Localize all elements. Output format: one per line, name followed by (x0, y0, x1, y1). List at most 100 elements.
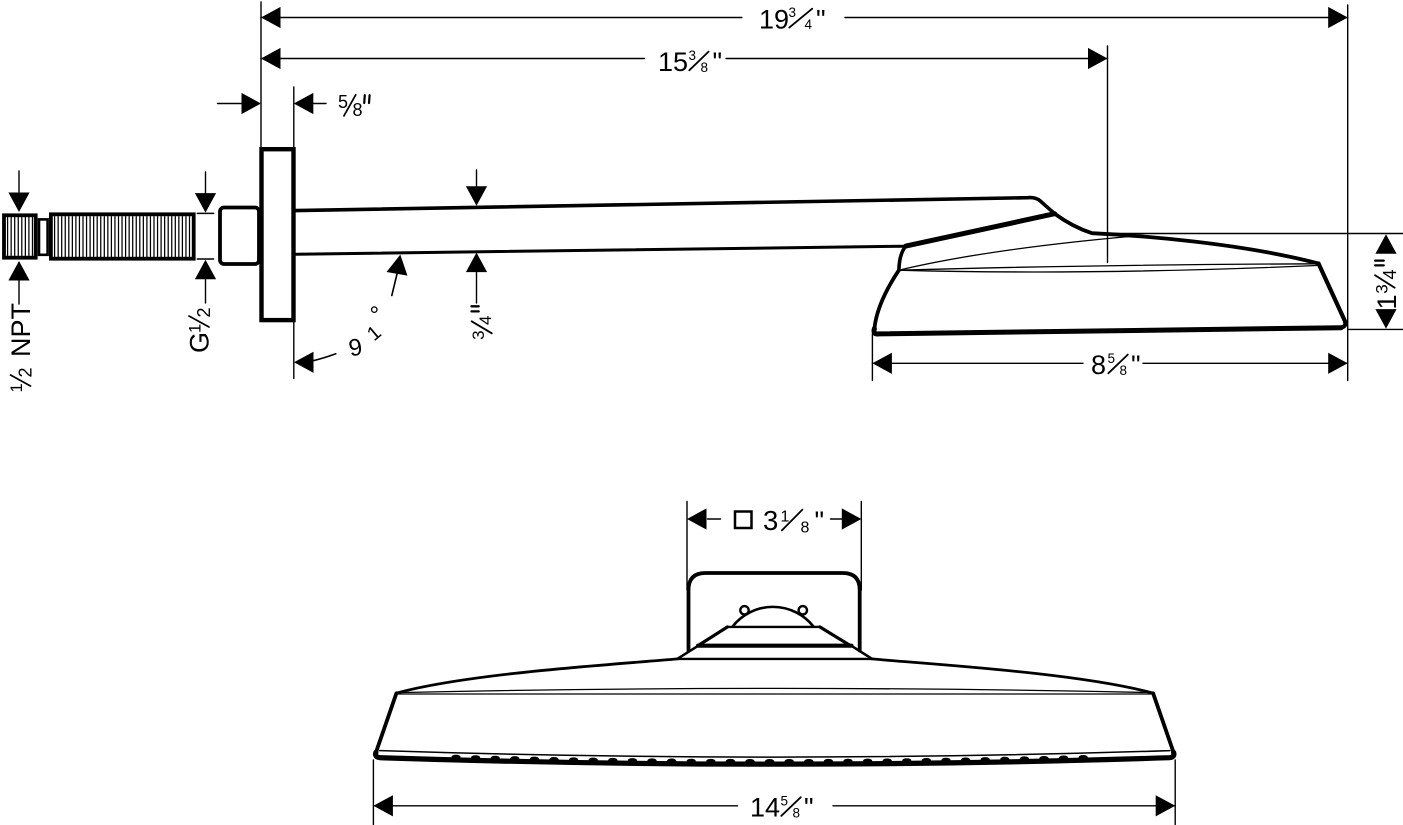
npt-text-label: 1 (8, 383, 26, 392)
dim-overall-arrow-left (261, 6, 281, 29)
dim-arm-arrow-right (1088, 47, 1108, 70)
nozzle-dot (588, 757, 598, 763)
front-near-edge-left (373, 691, 399, 755)
dim-overall-arrow-right (1328, 6, 1348, 29)
g-half-text-label: G (185, 332, 215, 353)
spray-nozzles (451, 754, 1088, 764)
dim-arm-text-stroke (688, 50, 710, 72)
nozzle-dot (843, 758, 853, 764)
dim-height-text-label: 1 (1372, 294, 1402, 309)
dim-flange-text-label: 8 (353, 100, 363, 120)
angle-text-9-label: 9 (347, 333, 365, 362)
npt-arrow-down (8, 192, 30, 212)
head-top-edge (1052, 211, 1321, 266)
neck-step1-slope-left (696, 625, 730, 648)
dim-bracket-arrow-right (841, 508, 862, 530)
dim-head-text-label: 5 (1108, 351, 1116, 366)
dim-pipe-text-label: 3 (469, 330, 488, 339)
nozzle-dot (765, 758, 775, 764)
dim-overall-text-stroke (788, 7, 814, 29)
arm-top-edge (293, 195, 1057, 216)
nozzle-dot (863, 758, 873, 764)
nozzle-dot (627, 758, 638, 763)
dim-overall-text-label: 4 (805, 17, 813, 32)
dim-head-arrow-left (872, 352, 892, 374)
angle-arrow-pipe (386, 254, 408, 276)
dim-pipe-arrow-up (465, 252, 488, 273)
npt-text-label: 2 (15, 367, 35, 377)
npt-text-label: NPT (6, 303, 36, 357)
dim-bracket-text-label: 1 (781, 509, 790, 526)
nozzle-dot (784, 758, 794, 764)
dim-head-text-stroke (1107, 353, 1129, 375)
head-top-far-line (898, 235, 1129, 271)
thread-hatch-g (53, 215, 191, 260)
angle-text-deg-label: ° (370, 302, 380, 329)
thread-hatch-npt (6, 216, 34, 259)
dim-height-text-label: 3 (1372, 284, 1391, 293)
neck-step1-slope-right (818, 625, 852, 648)
dim-arm-text-label: 3 (689, 48, 697, 63)
g-half-text-label: 1 (187, 324, 205, 333)
nozzle-dot (569, 757, 579, 762)
nozzle-dot (471, 755, 481, 760)
dim-head-text-label: 8 (1120, 363, 1128, 378)
front-bottom-edge (372, 749, 1177, 767)
dim-overall-text-label: 19 (759, 4, 789, 34)
dim-flange-arrow-left (241, 92, 261, 115)
bracket-screw-left (739, 604, 750, 616)
nozzle-dot (725, 758, 736, 764)
dim-bracket-text-label: 3 (763, 505, 778, 536)
nozzle-dot (882, 758, 892, 763)
npt-arrow-up (8, 261, 30, 281)
dome-curve-right (870, 657, 1155, 695)
front-rim-lower (397, 693, 1153, 696)
dim-bracket-text-label: 8 (801, 520, 810, 537)
dim-pipe-arrow-down (465, 186, 488, 206)
dim-pipe-text: 34 (469, 305, 495, 340)
mount-bracket (686, 571, 862, 653)
angle-text-deg: ° (370, 302, 380, 329)
dim-flange-text-stroke (343, 93, 357, 117)
dim-arm-arrow-left (261, 47, 281, 70)
dim-bracket-arrow-left (687, 508, 707, 530)
nozzle-dot (706, 758, 716, 764)
dim-overall-text-label: " (816, 4, 826, 34)
nozzle-dot (823, 758, 834, 764)
dim-height-text-label: 4 (1380, 269, 1400, 279)
nozzle-dot (980, 757, 990, 762)
nozzle-dot (608, 757, 618, 763)
angle-arrow-wall (294, 351, 314, 373)
dim-pipe-text-label: 4 (476, 316, 495, 325)
neck-step2-slope-left (676, 644, 700, 661)
front-faceplate-line (378, 749, 1171, 758)
nozzle-dot (686, 758, 696, 764)
nozzle-dot (647, 758, 657, 763)
dim-arm-text-label: 15 (658, 47, 688, 77)
dim-pipe-text-stroke (470, 320, 493, 335)
dim-overall-text-label: 3 (789, 5, 797, 20)
dim-width-text-label: 14 (750, 793, 780, 823)
dim-flange-text-stroke (367, 94, 371, 105)
nozzle-dot (667, 758, 677, 763)
dim-height-text-stroke (1374, 274, 1396, 289)
dim-bracket-text-stroke (781, 508, 804, 532)
dim-bracket-square-symbol (733, 510, 753, 530)
dim-width-text-stroke (780, 796, 802, 817)
dim-height-arrow-down (1375, 309, 1397, 329)
neck-step2-slope-right (849, 644, 874, 661)
dim-bracket-text-label: " (815, 506, 825, 536)
nozzle-dot (451, 754, 461, 760)
head-near-edge (872, 268, 901, 331)
g-half-text: G12 (185, 307, 215, 353)
dim-width-arrow-right (1155, 795, 1176, 817)
dim-flange-text-label: 5 (338, 92, 348, 112)
nozzle-dot (1078, 755, 1088, 760)
nozzle-dot (1000, 756, 1010, 762)
front-near-edge-right (1151, 691, 1176, 755)
g-half-arrow-up (194, 259, 217, 280)
